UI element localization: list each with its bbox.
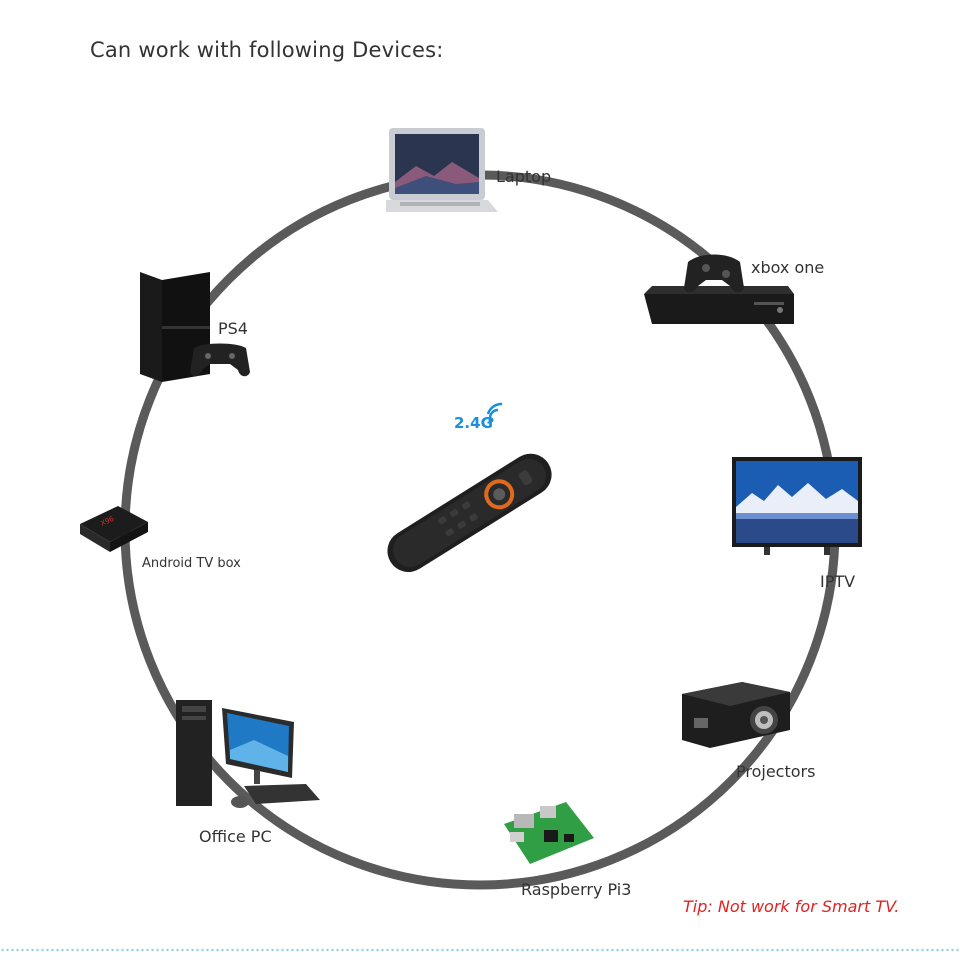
laptop-icon	[386, 128, 498, 212]
device-label-raspberry-pi3: Raspberry Pi3	[521, 880, 632, 899]
projector-icon	[682, 682, 790, 748]
android-tv-box-icon: X96	[80, 506, 148, 552]
tip-note: Tip: Not work for Smart TV.	[683, 897, 900, 916]
ps4-icon	[140, 272, 250, 382]
raspberry-pi-icon	[504, 802, 594, 864]
iptv-icon	[732, 457, 862, 555]
office-pc-icon	[176, 700, 320, 808]
footer-dotted-divider	[0, 948, 960, 952]
device-label-laptop: Laptop	[496, 167, 552, 186]
wifi-signal-icon	[486, 402, 503, 423]
xbox-one-icon	[644, 254, 794, 324]
device-label-ps4: PS4	[218, 319, 248, 338]
device-label-xbox-one: xbox one	[751, 258, 825, 277]
page-heading: Can work with following Devices:	[90, 38, 444, 62]
device-label-iptv: IPTV	[820, 572, 856, 591]
device-label-office-pc: Office PC	[199, 827, 272, 846]
signal-label: 2.4G	[454, 414, 493, 432]
device-label-projectors: Projectors	[736, 762, 816, 781]
device-label-android-tv-box: Android TV box	[142, 556, 241, 571]
air-mouse-remote-icon	[387, 453, 552, 573]
